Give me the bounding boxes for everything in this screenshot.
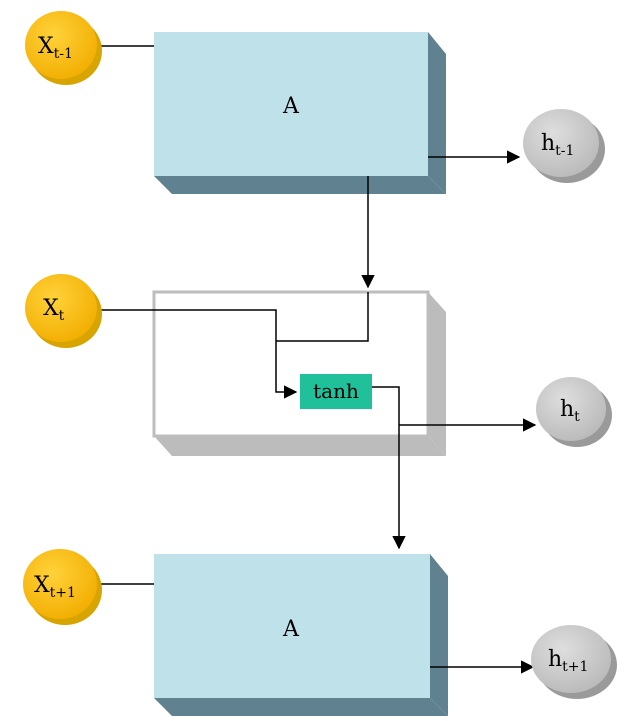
state-line-into-middle	[276, 292, 369, 342]
output-node-t: ht	[536, 377, 612, 447]
svg-text:Xt: Xt	[43, 296, 65, 324]
input-subscript: t+1	[50, 585, 76, 601]
input-node-t-minus-1: Xt-1	[25, 11, 102, 85]
activation-label: tanh	[313, 379, 359, 403]
bottom-rnn-block: A	[154, 554, 448, 716]
output-subscript: t+1	[562, 659, 588, 675]
svg-text:ht+1: ht+1	[548, 647, 588, 675]
output-label: h	[541, 131, 555, 156]
input-label: X	[38, 34, 54, 59]
output-node-t-minus-1: ht-1	[523, 109, 605, 183]
bottom-block-label: A	[282, 617, 300, 642]
top-block-label: A	[282, 94, 300, 119]
svg-text:ht: ht	[560, 397, 580, 425]
middle-rnn-block	[152, 290, 446, 456]
output-subscript: t	[574, 409, 580, 425]
input-line-middle	[100, 309, 298, 399]
state-arrow-middle-to-bottom	[372, 386, 406, 550]
input-subscript: t	[59, 308, 65, 324]
svg-text:Xt-1: Xt-1	[38, 34, 73, 62]
svg-text:Xt+1: Xt+1	[34, 573, 76, 601]
input-label: X	[43, 296, 59, 321]
top-rnn-block: A	[154, 32, 446, 194]
input-node-t-plus-1: Xt+1	[23, 549, 102, 625]
connectors	[98, 45, 537, 674]
tanh-activation-box: tanh	[300, 374, 372, 409]
output-subscript: t-1	[555, 143, 574, 159]
output-node-t-plus-1: ht+1	[531, 625, 617, 699]
input-subscript: t-1	[54, 46, 73, 62]
output-label: h	[560, 397, 574, 422]
svg-text:ht-1: ht-1	[541, 131, 574, 159]
output-label: h	[548, 647, 562, 672]
input-node-t: Xt	[25, 274, 102, 348]
input-label: X	[34, 573, 50, 598]
